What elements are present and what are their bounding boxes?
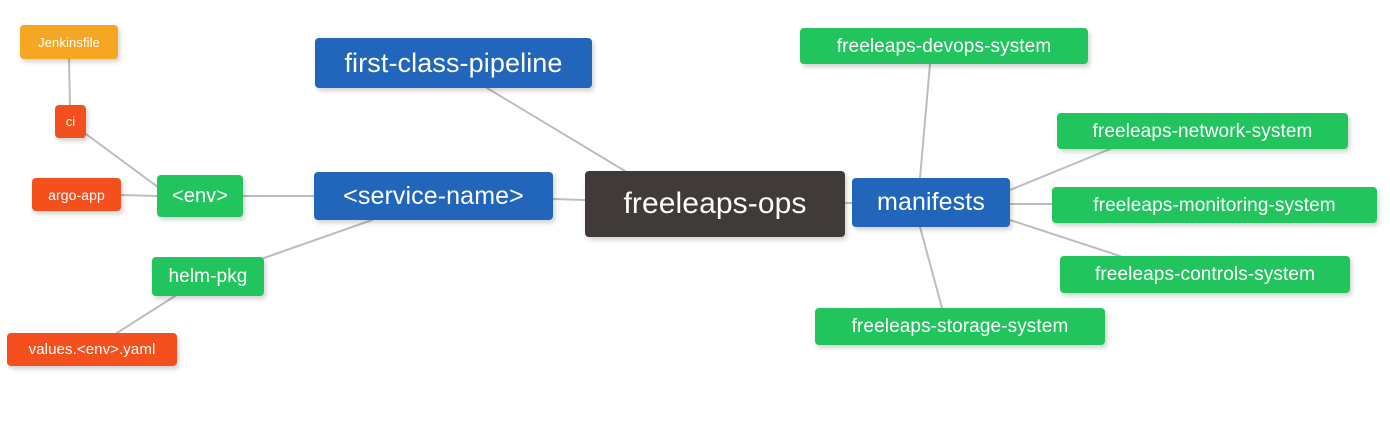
node-helm-pkg[interactable]: helm-pkg [152, 257, 264, 296]
node-label-env: <env> [171, 185, 229, 207]
node-label-freeleaps-devops-system: freeleaps-devops-system [836, 35, 1052, 57]
edge-manifests-to-freeleaps-controls-system [1009, 219, 1121, 257]
node-first-class-pipeline[interactable]: first-class-pipeline [315, 38, 592, 88]
node-freeleaps-ops[interactable]: freeleaps-ops [585, 171, 845, 237]
node-label-freeleaps-controls-system: freeleaps-controls-system [1094, 264, 1316, 285]
node-label-argo-app: argo-app [48, 186, 105, 203]
node-freeleaps-devops-system[interactable]: freeleaps-devops-system [800, 28, 1088, 64]
node-manifests[interactable]: manifests [852, 178, 1010, 227]
node-label-jenkinsfile: Jenkinsfile [38, 34, 100, 50]
node-label-freeleaps-monitoring-system: freeleaps-monitoring-system [1093, 194, 1336, 216]
node-label-freeleaps-network-system: freeleaps-network-system [1092, 120, 1313, 142]
edge-manifests-to-freeleaps-storage-system [919, 226, 943, 309]
node-label-first-class-pipeline: first-class-pipeline [344, 47, 563, 78]
node-freeleaps-monitoring-system[interactable]: freeleaps-monitoring-system [1052, 187, 1377, 223]
node-freeleaps-network-system[interactable]: freeleaps-network-system [1057, 113, 1348, 149]
edge-helm-pkg-to-service-name [263, 219, 373, 259]
edge-manifests-to-freeleaps-devops-system [919, 63, 931, 179]
edge-first-class-pipeline-to-freeleaps-ops [486, 87, 626, 172]
node-argo-app[interactable]: argo-app [32, 178, 121, 211]
node-ci[interactable]: ci [55, 105, 86, 138]
edge-manifests-to-freeleaps-network-system [1009, 148, 1111, 191]
node-service-name[interactable]: <service-name> [314, 172, 553, 220]
node-env[interactable]: <env> [157, 175, 243, 217]
node-values-env-yaml[interactable]: values.<env>.yaml [7, 333, 177, 366]
node-label-helm-pkg: helm-pkg [168, 266, 248, 287]
edge-argo-app-to-env [120, 194, 158, 197]
node-jenkinsfile[interactable]: Jenkinsfile [20, 25, 118, 59]
node-label-ci: ci [65, 114, 76, 129]
node-label-freeleaps-storage-system: freeleaps-storage-system [851, 316, 1069, 337]
edge-service-name-to-freeleaps-ops [552, 198, 586, 201]
node-label-manifests: manifests [877, 188, 985, 216]
edge-values-env-yaml-to-helm-pkg [116, 295, 176, 334]
node-freeleaps-controls-system[interactable]: freeleaps-controls-system [1060, 256, 1350, 293]
node-label-values-env-yaml: values.<env>.yaml [28, 341, 156, 358]
node-label-freeleaps-ops: freeleaps-ops [623, 187, 807, 220]
edge-jenkinsfile-to-ci [68, 58, 71, 106]
node-freeleaps-storage-system[interactable]: freeleaps-storage-system [815, 308, 1105, 345]
node-label-service-name: <service-name> [343, 181, 524, 210]
